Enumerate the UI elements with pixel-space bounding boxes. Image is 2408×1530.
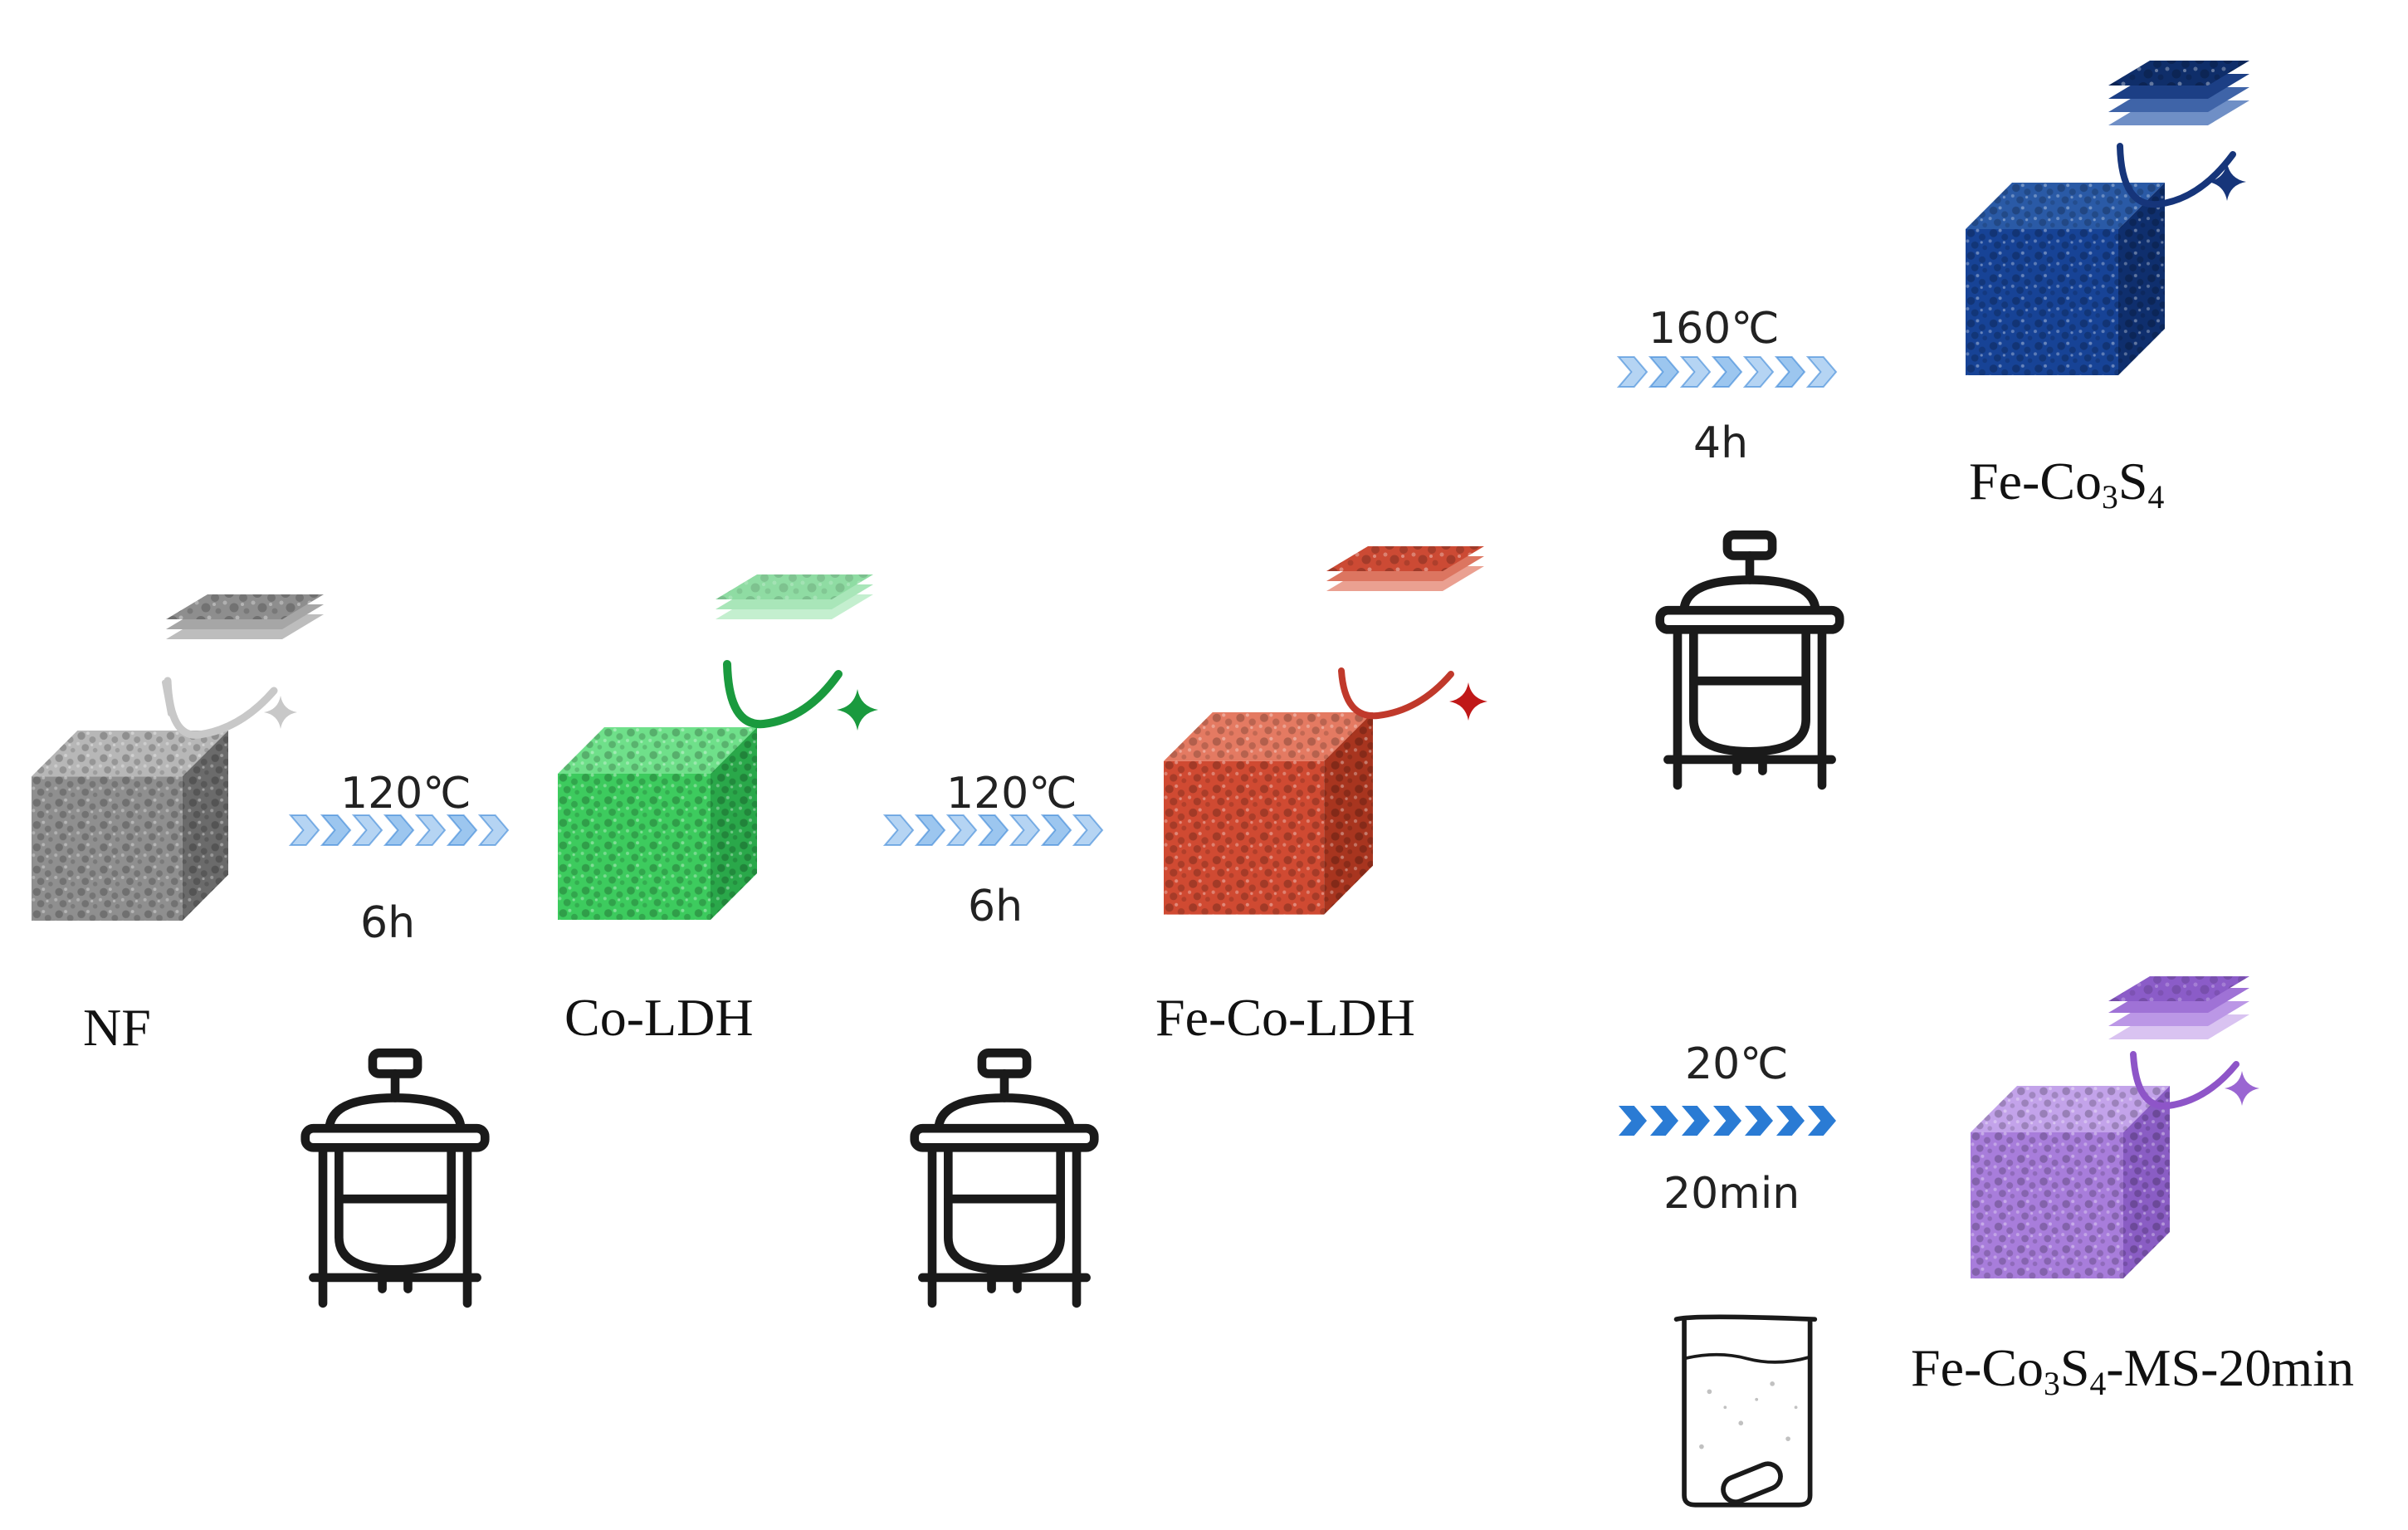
reactor-icon-step1 — [305, 1053, 486, 1303]
beaker-icon-step4 — [1677, 1317, 1815, 1505]
label-fe-co3s4-ms-20min: Fe-Co3S4-MS-20min — [1911, 1338, 2354, 1403]
arrow-chevron — [1650, 1106, 1678, 1136]
reactor-icon-step3 — [1660, 535, 1840, 785]
label-fe-co-ldh: Fe-Co-LDH — [1155, 988, 1415, 1047]
step2-time: 6h — [968, 882, 1023, 931]
arrow-chevron-outline — [945, 814, 978, 846]
fe-co3s4-cube — [1966, 183, 2165, 375]
arrow-chevron-outline — [1040, 814, 1072, 846]
co-ldh-zoom-swoosh-icon — [723, 660, 843, 729]
process-arrow-2 — [882, 814, 1104, 846]
arrow-chevron-outline — [320, 814, 352, 846]
step3-temperature: 160℃ — [1648, 304, 1780, 354]
arrow-chevron — [1713, 1106, 1741, 1136]
arrow-chevron-outline — [1774, 356, 1806, 388]
nf-cube — [32, 731, 228, 921]
fe-co-ldh-cube — [1164, 712, 1373, 915]
arrow-chevron-outline — [1679, 356, 1712, 388]
arrow-chevron-outline — [914, 814, 946, 846]
arrow-chevron-outline — [383, 814, 415, 846]
step4-temperature: 20℃ — [1685, 1039, 1789, 1089]
fe-co-ldh-nanosheet-icon — [1326, 546, 1484, 591]
arrow-chevron — [1808, 1106, 1836, 1136]
arrow-chevron — [1619, 1106, 1647, 1136]
fe-co-ldh-group — [1164, 546, 1487, 915]
co-ldh-cube — [558, 727, 757, 920]
arrow-chevron-outline — [977, 814, 1009, 846]
label-fe-co3s4: Fe-Co3S4 — [1969, 452, 2165, 516]
fe-co3s4-ms-zoom-swoosh-icon — [2130, 1051, 2239, 1110]
arrow-chevron-outline — [1616, 356, 1648, 388]
fe-co3s4-ms-nanosheet-icon — [2108, 976, 2249, 1039]
fe-co3s4-sparkle-icon — [2208, 163, 2246, 201]
arrow-chevron-outline — [882, 814, 915, 846]
co-ldh-nanosheet-icon — [716, 574, 873, 619]
arrow-chevron-outline — [446, 814, 478, 846]
arrow-chevron — [1745, 1106, 1773, 1136]
step2-temperature: 120℃ — [946, 769, 1077, 819]
fe-co3s4-nanosheet-icon — [2108, 61, 2249, 125]
process-arrow-3 — [1616, 356, 1838, 388]
fe-co-ldh-sparkle-icon — [1449, 682, 1487, 721]
arrow-chevron-outline — [1009, 814, 1041, 846]
nf-nanosheet-icon — [166, 594, 324, 639]
arrow-chevron-outline — [1648, 356, 1680, 388]
nf-zoom-swoosh-icon — [162, 677, 278, 739]
arrow-chevron — [1776, 1106, 1805, 1136]
label-co-ldh: Co-LDH — [564, 988, 754, 1047]
arrow-chevron-outline — [1742, 356, 1775, 388]
label-nf: NF — [83, 998, 151, 1057]
arrow-chevron-outline — [288, 814, 320, 846]
arrow-chevron — [1682, 1106, 1710, 1136]
co-ldh-group — [558, 574, 878, 920]
arrow-chevron-outline — [1072, 814, 1104, 846]
step1-time: 6h — [360, 898, 416, 948]
reactor-icon-step2 — [915, 1053, 1095, 1303]
fe-co3s4-zoom-swoosh-icon — [2117, 143, 2236, 208]
arrow-chevron-outline — [1711, 356, 1743, 388]
step1-temperature: 120℃ — [340, 769, 471, 819]
step3-time: 4h — [1693, 418, 1749, 468]
step4-time: 20min — [1663, 1169, 1800, 1219]
fe-co3s4-group — [1966, 61, 2249, 375]
fe-co3s4-ms-cube — [1971, 1086, 2170, 1278]
arrow-chevron-outline — [414, 814, 447, 846]
arrow-chevron-outline — [1805, 356, 1838, 388]
process-arrow-1 — [288, 814, 510, 846]
arrow-chevron-outline — [477, 814, 510, 846]
fe-co3s4-ms-group — [1971, 976, 2259, 1278]
nf-group — [32, 594, 324, 921]
fe-co-ldh-zoom-swoosh-icon — [1338, 667, 1454, 720]
arrow-chevron-outline — [351, 814, 383, 846]
process-arrow-4 — [1619, 1106, 1836, 1136]
co-ldh-sparkle-icon — [837, 689, 878, 731]
